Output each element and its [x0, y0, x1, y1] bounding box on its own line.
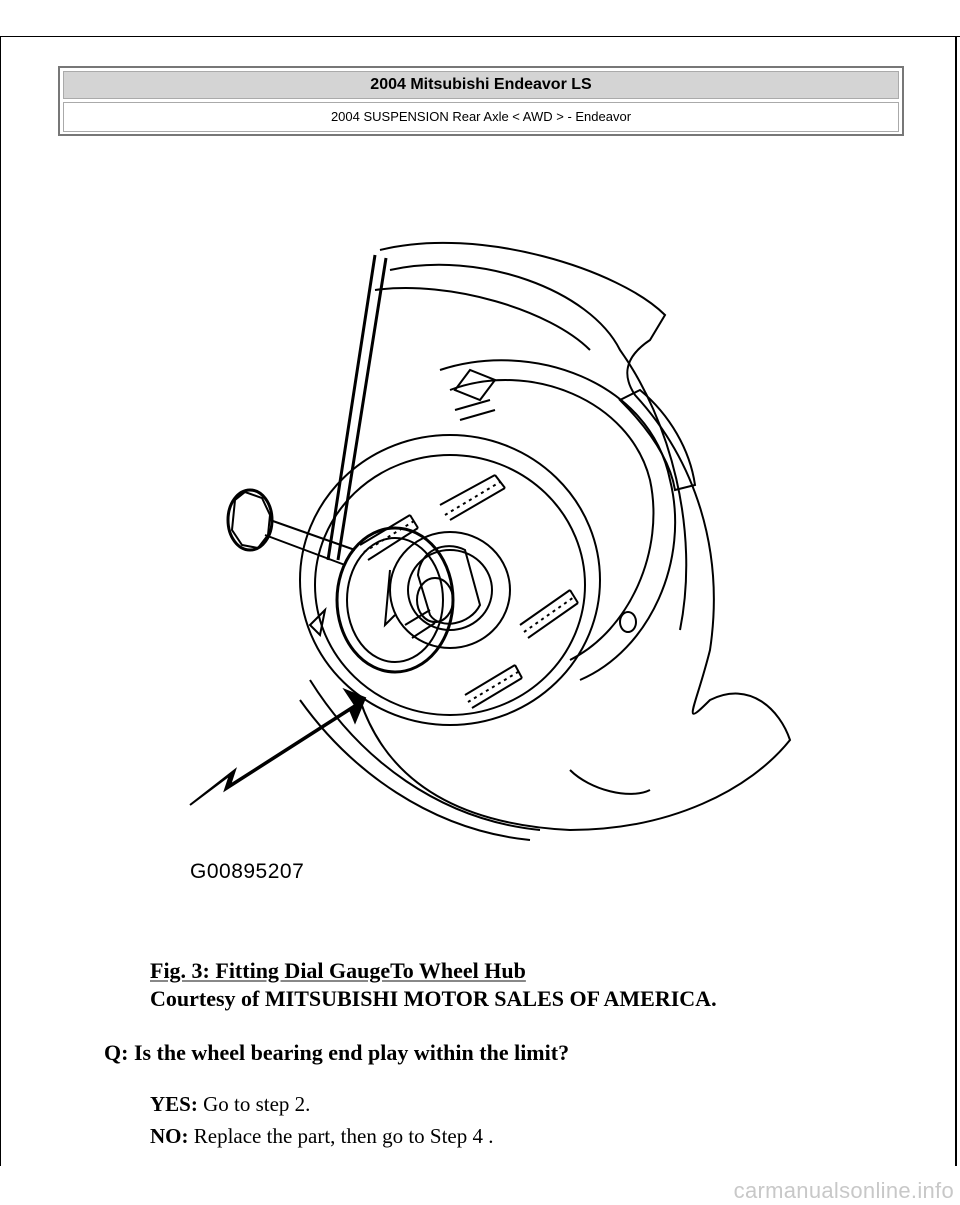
- page-border-top: [0, 36, 960, 37]
- section-subtitle: 2004 SUSPENSION Rear Axle < AWD > - Ende…: [63, 102, 899, 132]
- answer-yes: YES: Go to step 2.: [150, 1092, 310, 1117]
- answer-yes-label: YES:: [150, 1092, 198, 1116]
- vehicle-title: 2004 Mitsubishi Endeavor LS: [63, 71, 899, 99]
- figure-caption-link[interactable]: Fig. 3: Fitting Dial GaugeTo Wheel Hub: [150, 958, 526, 983]
- inspection-question: Q: Is the wheel bearing end play within …: [104, 1040, 570, 1065]
- figure-courtesy: Courtesy of MITSUBISHI MOTOR SALES OF AM…: [150, 986, 717, 1011]
- answer-no: NO: Replace the part, then go to Step 4 …: [150, 1124, 494, 1149]
- page-border-right: [955, 36, 957, 1166]
- answer-no-text: Replace the part, then go to Step 4 .: [188, 1124, 494, 1148]
- dial-gauge-wheel-hub-illustration: [189, 241, 792, 841]
- answer-no-label: NO:: [150, 1124, 189, 1148]
- answer-yes-text: Go to step 2.: [197, 1092, 311, 1116]
- figure-id-label: G00895207: [190, 860, 305, 883]
- site-watermark: carmanualsonline.info: [733, 1178, 954, 1203]
- document-header: 2004 Mitsubishi Endeavor LS 2004 SUSPENS…: [58, 66, 904, 136]
- page-border-left: [0, 36, 1, 1166]
